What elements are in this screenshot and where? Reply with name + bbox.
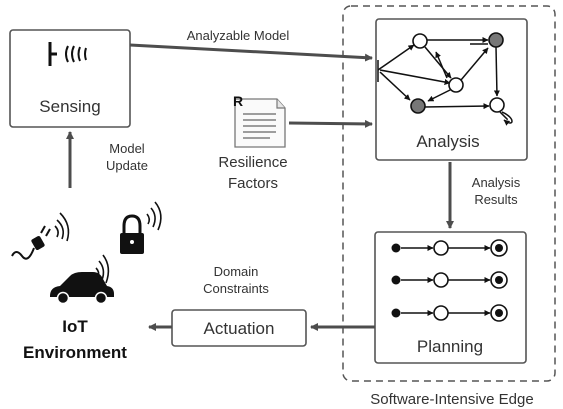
model-update-label-line2: Update [106, 158, 148, 173]
analysis-results-label-line1: Analysis [472, 175, 521, 190]
graph-model-icon [377, 32, 513, 126]
sensor-signal-icon [48, 42, 87, 66]
plan-row [391, 239, 508, 257]
power-plug-icon [11, 212, 70, 260]
analysis-results-label-line2: Results [474, 192, 518, 207]
sensing-label: Sensing [39, 97, 100, 116]
car-icon [50, 254, 114, 305]
resilience-arrow [288, 119, 373, 128]
actuation-label: Actuation [204, 319, 275, 338]
plan-sequence-icon [391, 239, 508, 322]
edge-region-label: Software-Intensive Edge [370, 391, 533, 408]
padlock-icon [120, 201, 162, 254]
domain-constraints-label-line2: Constraints [203, 281, 269, 296]
domain-constraints-label-line1: Domain [214, 264, 259, 279]
edge-region [342, 5, 556, 382]
planning-label: Planning [417, 337, 483, 356]
plan-row [391, 304, 508, 322]
model-update-label-line1: Model [109, 141, 145, 156]
analysis-label: Analysis [416, 132, 479, 151]
document-icon [234, 98, 286, 148]
analyzable-model-label: Analyzable Model [187, 28, 290, 43]
document-badge: R [233, 93, 243, 109]
resilience-label-line1: Resilience [218, 154, 287, 171]
resilience-label-line2: Factors [228, 175, 278, 192]
planning-box [374, 231, 527, 364]
plan-row [391, 271, 508, 289]
iot-label-line1: IoT [62, 317, 88, 336]
sensing-box [9, 29, 131, 128]
iot-label-line2: Environment [23, 343, 127, 362]
analyzable-model-arrow [129, 43, 373, 62]
